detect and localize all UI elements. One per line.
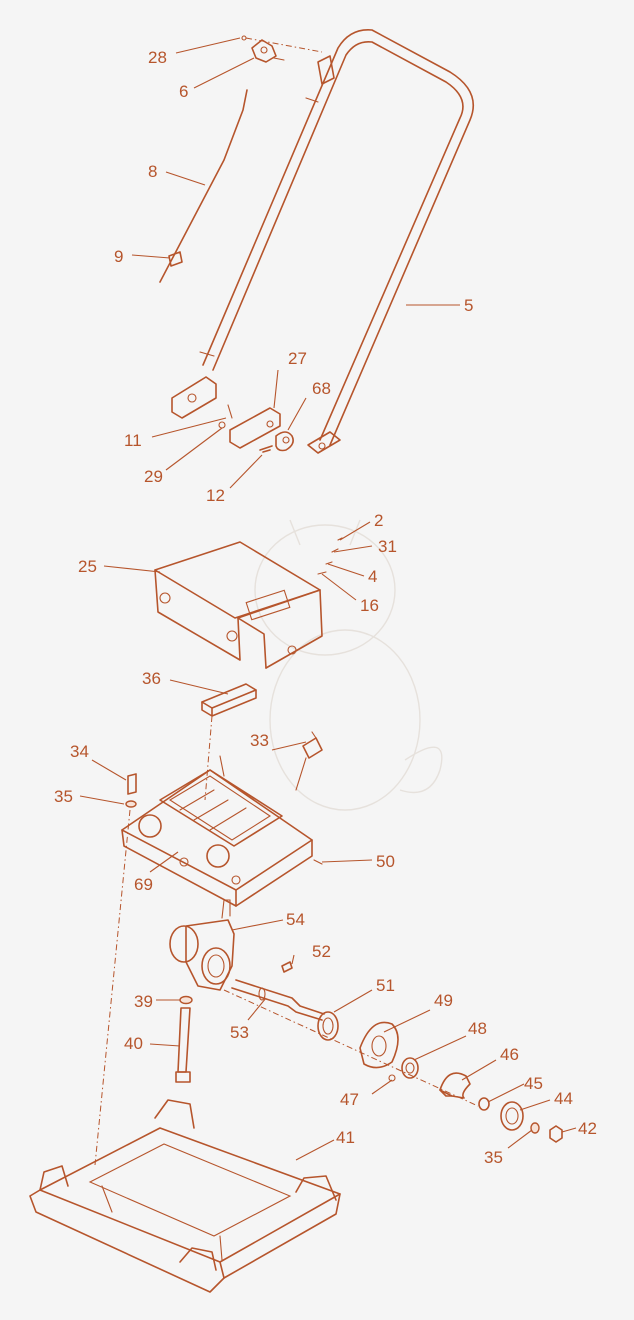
label-28: 28 [148,48,167,67]
part-pulley-44 [500,1101,524,1131]
part-block-36 [201,683,257,801]
part-baseplate-41 [29,1099,341,1293]
leader-lines [79,37,577,1161]
label-44: 44 [554,1089,573,1108]
label-51: 51 [376,976,395,995]
part-labels: 28 6 8 9 5 27 68 11 29 12 2 31 4 16 25 3… [54,48,597,1167]
label-34: 34 [70,742,89,761]
label-41: 41 [336,1128,355,1147]
label-46: 46 [500,1045,519,1064]
part-key-52 [281,961,293,973]
label-68: 68 [312,379,331,398]
label-9: 9 [114,247,123,266]
part-47 [223,989,479,1107]
label-33: 33 [250,731,269,750]
label-36: 36 [142,669,161,688]
label-29: 29 [144,467,163,486]
label-35-bottom: 35 [484,1148,503,1167]
label-52: 52 [312,942,331,961]
part-bolt-34 [94,773,137,1166]
part-nut-42 [530,1122,563,1143]
label-5: 5 [464,296,473,315]
part-fasteners-stack [317,537,343,575]
label-25: 25 [78,557,97,576]
label-11: 11 [124,431,142,450]
label-69: 69 [134,875,153,894]
part-weight-46 [439,1072,471,1099]
part-plate-49 [359,1021,399,1069]
part-housing-54 [169,899,235,991]
part-frame-69 [121,755,313,907]
label-8: 8 [148,162,157,181]
label-12: 12 [206,486,225,505]
part-mount-33 [295,731,323,791]
part-handle [171,29,475,454]
label-27: 27 [288,349,307,368]
part-shaft-53 [231,979,325,1021]
part-bracket-6 [241,35,323,63]
part-tray-25 [154,541,323,669]
label-4: 4 [368,567,377,586]
label-40: 40 [124,1034,143,1053]
part-bolt-40 [175,995,193,1083]
part-bearing-51 [317,1011,339,1041]
label-48: 48 [468,1019,487,1038]
part-rod-8 [159,89,248,283]
label-47: 47 [340,1090,359,1109]
label-2: 2 [374,511,383,530]
label-31: 31 [378,537,397,556]
part-clamp-27 [218,404,294,453]
label-35-top: 35 [54,787,73,806]
label-16: 16 [360,596,379,615]
watermark-mascot [254,519,443,811]
part-ring-45 [478,1097,490,1111]
label-42: 42 [578,1119,597,1138]
label-6: 6 [179,82,188,101]
label-49: 49 [434,991,453,1010]
label-54: 54 [286,910,305,929]
part-bearing-48 [401,1057,419,1079]
part-50 [313,859,323,865]
label-53: 53 [230,1023,249,1042]
label-50: 50 [376,852,395,871]
label-45: 45 [524,1074,543,1093]
label-39: 39 [134,992,153,1011]
